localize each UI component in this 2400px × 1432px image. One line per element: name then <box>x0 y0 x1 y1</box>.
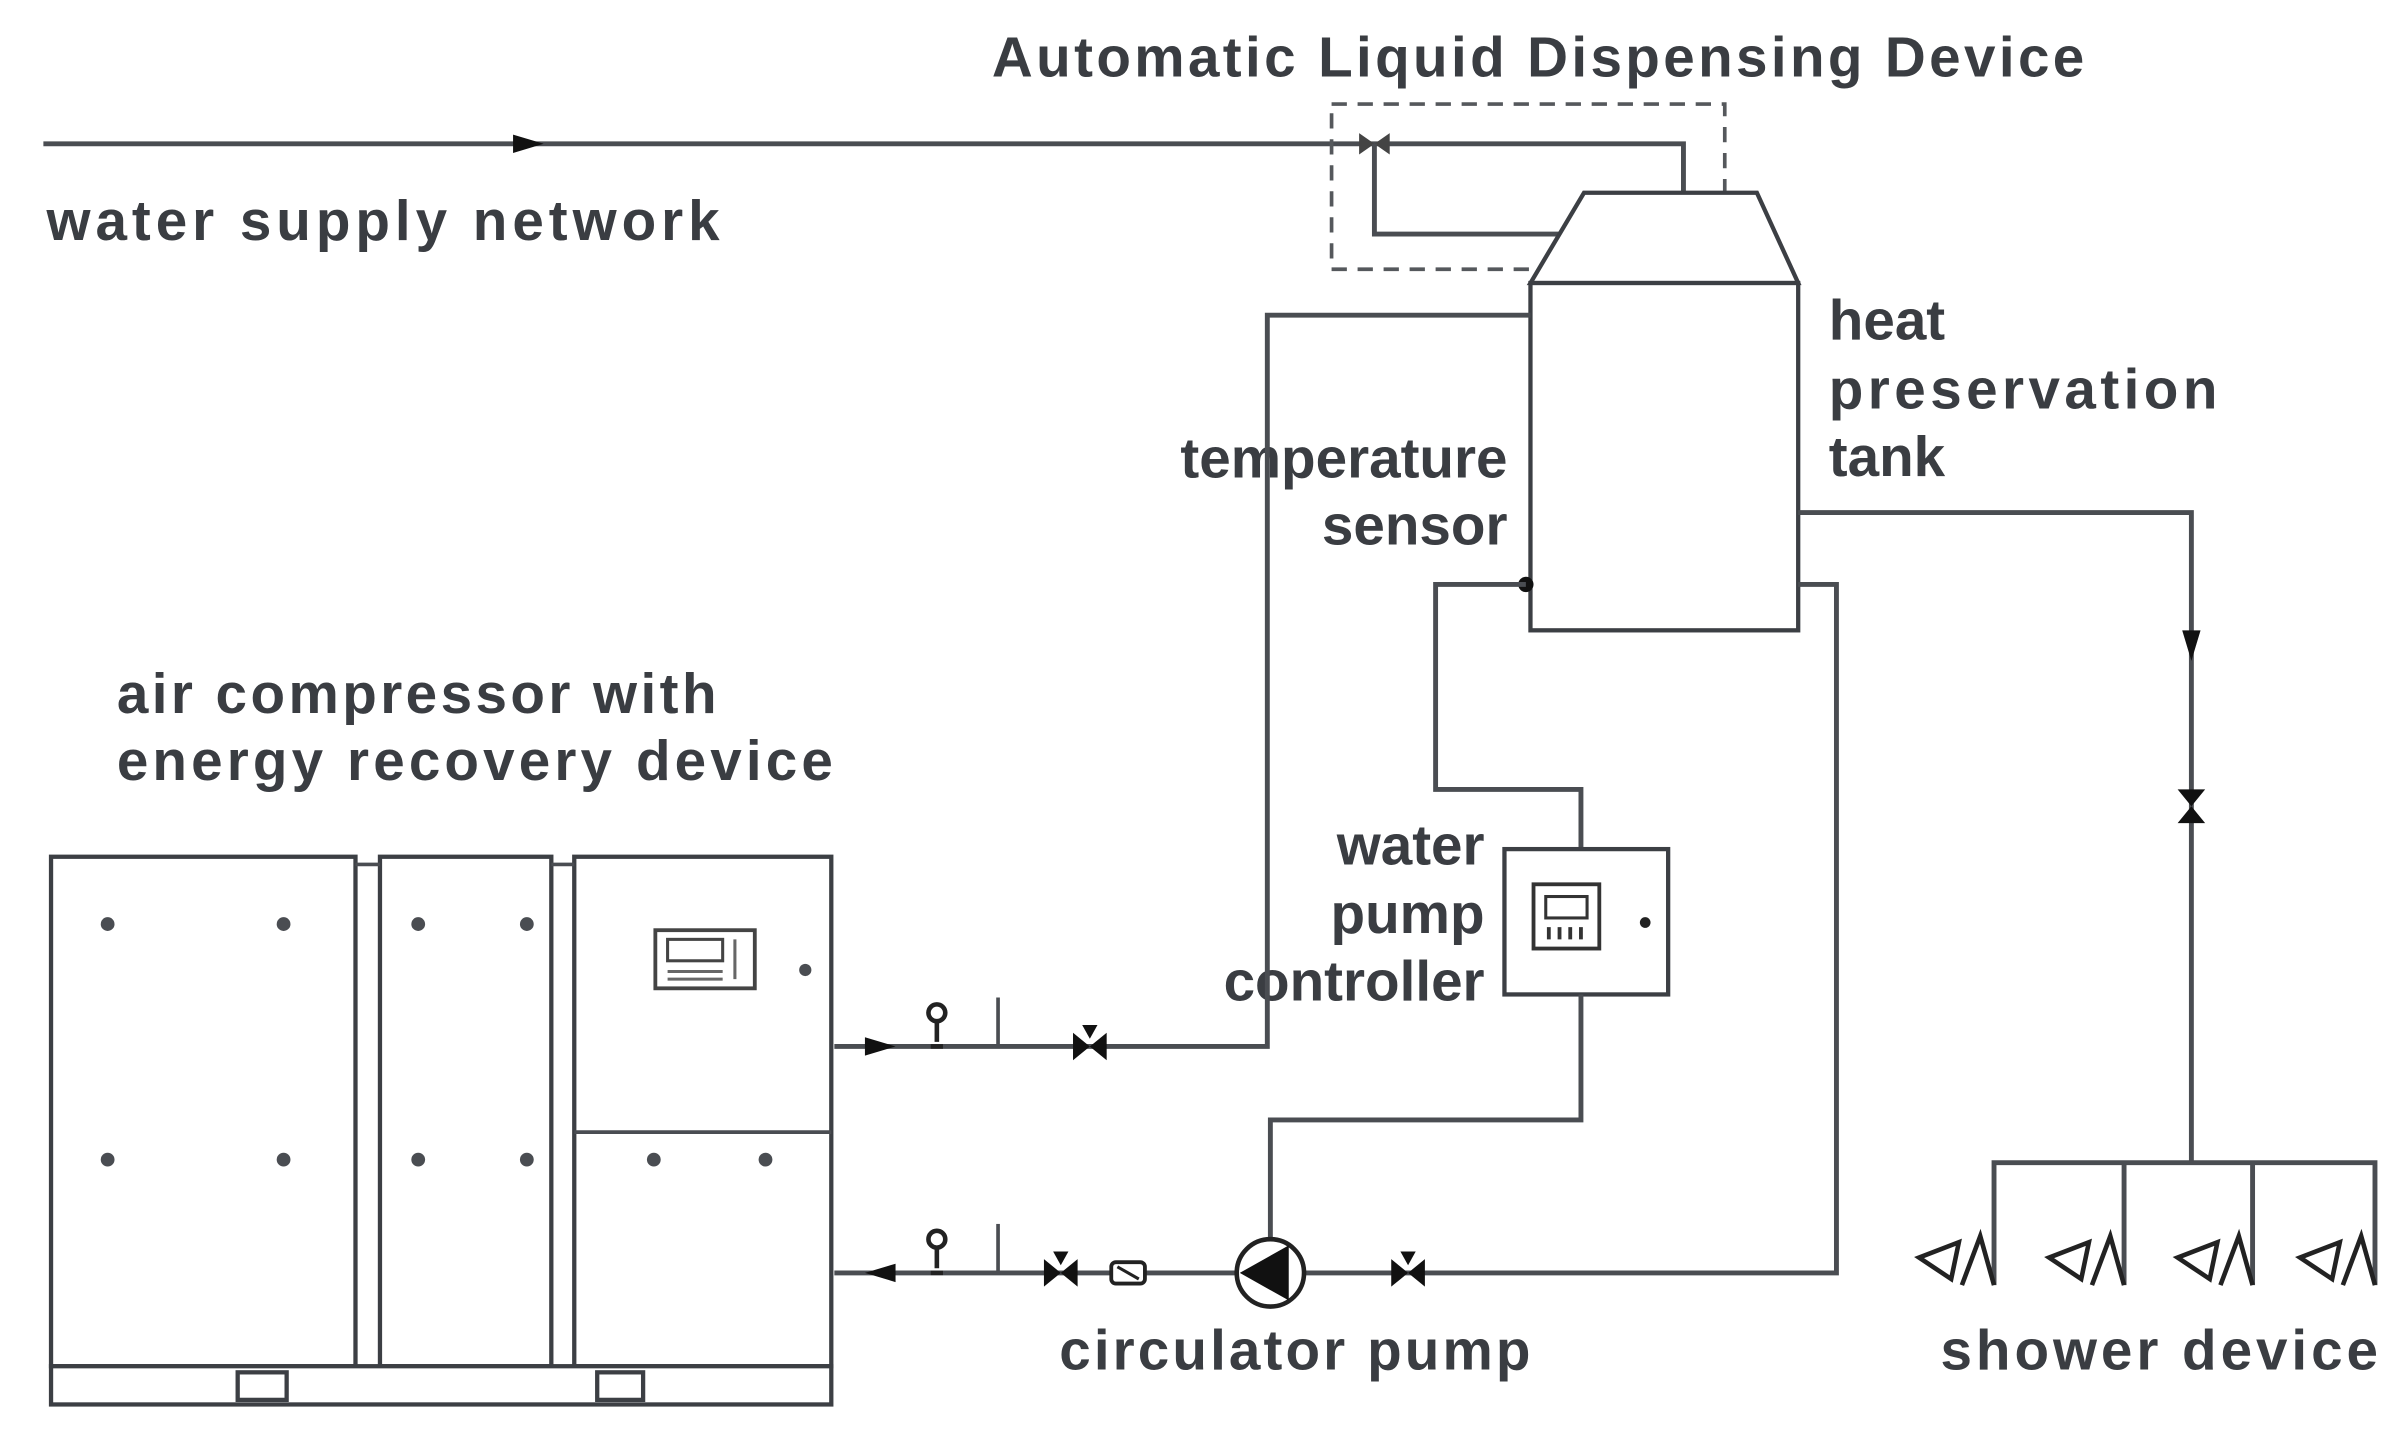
label-tank-3: tank <box>1829 425 1946 488</box>
label-tank-1: heat <box>1829 289 1946 352</box>
display-buttons <box>1546 927 1583 940</box>
compressor-control-panel-icon <box>653 928 757 991</box>
supply-pipe-to-compressor <box>834 312 1531 1049</box>
return-pipe <box>834 581 1839 1276</box>
label-water-supply-network: water supply network <box>45 189 720 252</box>
controller-wire <box>1267 994 1584 1240</box>
label-sensor-2: sensor <box>1322 494 1508 557</box>
tank-cap <box>1526 190 1802 286</box>
label-controller-2: pump <box>1331 882 1485 945</box>
shower-head-icon <box>1914 1228 2378 1286</box>
valve-icon <box>1073 1025 1107 1061</box>
title-automatic-liquid-dispensing-device: Automatic Liquid Dispensing Device <box>992 25 2084 88</box>
heat-preservation-tank <box>1528 280 1801 633</box>
dispensing-device-boundary <box>1329 102 1727 272</box>
display-screen <box>1544 894 1589 920</box>
strainer-icon <box>1109 1260 1147 1286</box>
label-compressor-2: energy recovery device <box>117 729 833 792</box>
indicator-dot <box>1639 917 1651 928</box>
label-controller-3: controller <box>1224 950 1485 1013</box>
label-circulator-pump: circulator pump <box>1059 1318 1530 1381</box>
label-compressor-1: air compressor with <box>117 662 717 725</box>
sensor-wire <box>1433 581 1584 850</box>
flow-arrow-icon <box>2182 630 2201 661</box>
valve-icon <box>1391 1251 1425 1287</box>
label-tank-2: preservation <box>1829 357 2218 420</box>
pressure-gauge-icon <box>928 1004 945 1046</box>
shower-supply-pipe <box>1798 510 2194 1163</box>
flow-arrow-icon <box>513 134 544 153</box>
flow-arrow-icon <box>864 1263 896 1283</box>
pressure-gauge-icon <box>928 1231 945 1273</box>
label-controller-1: water <box>1336 813 1485 876</box>
label-shower-device: shower device <box>1940 1318 2378 1381</box>
shower-manifold <box>1991 1160 2378 1286</box>
circulator-pump-icon <box>1234 1236 1307 1309</box>
valve-icon <box>1043 1251 1078 1287</box>
flow-arrow-icon <box>864 1037 896 1056</box>
label-sensor-1: temperature <box>1180 426 1507 489</box>
